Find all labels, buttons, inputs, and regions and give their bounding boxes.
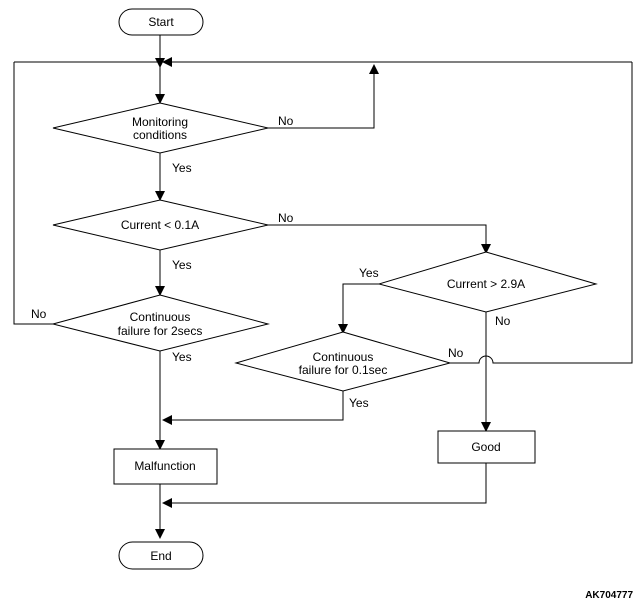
arrowhead-to-good bbox=[481, 422, 491, 432]
figure-code: AK704777 bbox=[585, 590, 633, 601]
continuous-2s-decision: Continuous failure for 2secs bbox=[51, 294, 270, 352]
edge-label-monitoring-yes: Yes bbox=[172, 161, 192, 175]
arrowhead-merge-end bbox=[162, 498, 172, 508]
current-low-diamond bbox=[52, 199, 269, 251]
connector-monitoring-no bbox=[268, 66, 375, 129]
arrowhead-to-malfunction bbox=[155, 440, 165, 450]
connector-current-low-no bbox=[268, 224, 487, 252]
connector-good-to-end bbox=[164, 463, 487, 504]
arrowhead-loop-left bbox=[162, 57, 172, 67]
good-process: Good bbox=[437, 430, 536, 464]
start-node: Start bbox=[118, 8, 204, 36]
edge-label-continuous-2s-yes: Yes bbox=[172, 350, 192, 364]
monitoring-label-line1: Monitoring bbox=[132, 115, 188, 129]
arrowhead-to-end bbox=[155, 529, 165, 539]
arrowhead-to-continuous-01s bbox=[338, 324, 348, 334]
connector-continuous-01s-no bbox=[450, 62, 633, 364]
edge-label-current-high-yes: Yes bbox=[359, 266, 379, 280]
arrowhead-monitoring-no-up bbox=[369, 64, 379, 74]
edge-label-continuous-01s-yes: Yes bbox=[349, 396, 369, 410]
continuous-2s-diamond bbox=[51, 294, 270, 352]
start-terminator bbox=[118, 8, 204, 36]
connector-current-high-yes bbox=[342, 283, 379, 332]
monitoring-decision: Monitoring conditions bbox=[52, 102, 269, 154]
edge-label-current-low-yes: Yes bbox=[172, 258, 192, 272]
monitoring-label-line2: conditions bbox=[133, 128, 187, 142]
arrowhead-to-continuous-2s bbox=[155, 286, 165, 296]
connector-continuous-01s-yes bbox=[164, 391, 344, 421]
malfunction-process: Malfunction bbox=[113, 448, 218, 485]
edge-label-current-high-no: No bbox=[495, 314, 511, 328]
malfunction-box bbox=[113, 448, 218, 485]
arrowhead-to-current-high bbox=[481, 244, 491, 254]
arrowhead-merge-malfunction bbox=[162, 415, 172, 425]
current-high-diamond bbox=[377, 251, 598, 313]
edge-label-continuous-2s-no: No bbox=[31, 307, 47, 321]
edge-label-continuous-01s-no: No bbox=[448, 346, 464, 360]
edge-label-current-low-no: No bbox=[278, 211, 294, 225]
current-low-decision: Current < 0.1A bbox=[52, 199, 269, 251]
malfunction-label: Malfunction bbox=[134, 459, 195, 473]
arrowhead-to-monitoring bbox=[155, 94, 165, 104]
continuous-01s-diamond bbox=[234, 331, 452, 392]
current-high-label: Current > 2.9A bbox=[447, 277, 525, 291]
arrowhead-merge-top bbox=[155, 58, 165, 68]
good-label: Good bbox=[471, 440, 500, 454]
continuous-01s-label-line2: failure for 0.1sec bbox=[299, 363, 388, 377]
current-low-label: Current < 0.1A bbox=[121, 218, 199, 232]
continuous-01s-decision: Continuous failure for 0.1sec bbox=[234, 331, 452, 392]
good-box bbox=[437, 430, 536, 464]
continuous-2s-label-line1: Continuous bbox=[130, 310, 191, 324]
connector-continuous-2s-no bbox=[13, 62, 53, 325]
monitoring-diamond bbox=[52, 102, 269, 154]
end-node: End bbox=[118, 541, 204, 570]
arrowhead-to-current-low bbox=[155, 191, 165, 201]
edge-label-monitoring-no: No bbox=[278, 114, 294, 128]
continuous-2s-label-line2: failure for 2secs bbox=[118, 324, 203, 338]
arrowheads bbox=[155, 57, 491, 539]
end-terminator bbox=[118, 541, 204, 570]
start-label: Start bbox=[148, 15, 174, 29]
current-high-decision: Current > 2.9A bbox=[377, 251, 598, 313]
continuous-01s-label-line1: Continuous bbox=[313, 350, 374, 364]
end-label: End bbox=[150, 549, 171, 563]
edge-labels: No Yes No Yes No Yes Yes No No Yes bbox=[31, 114, 511, 410]
